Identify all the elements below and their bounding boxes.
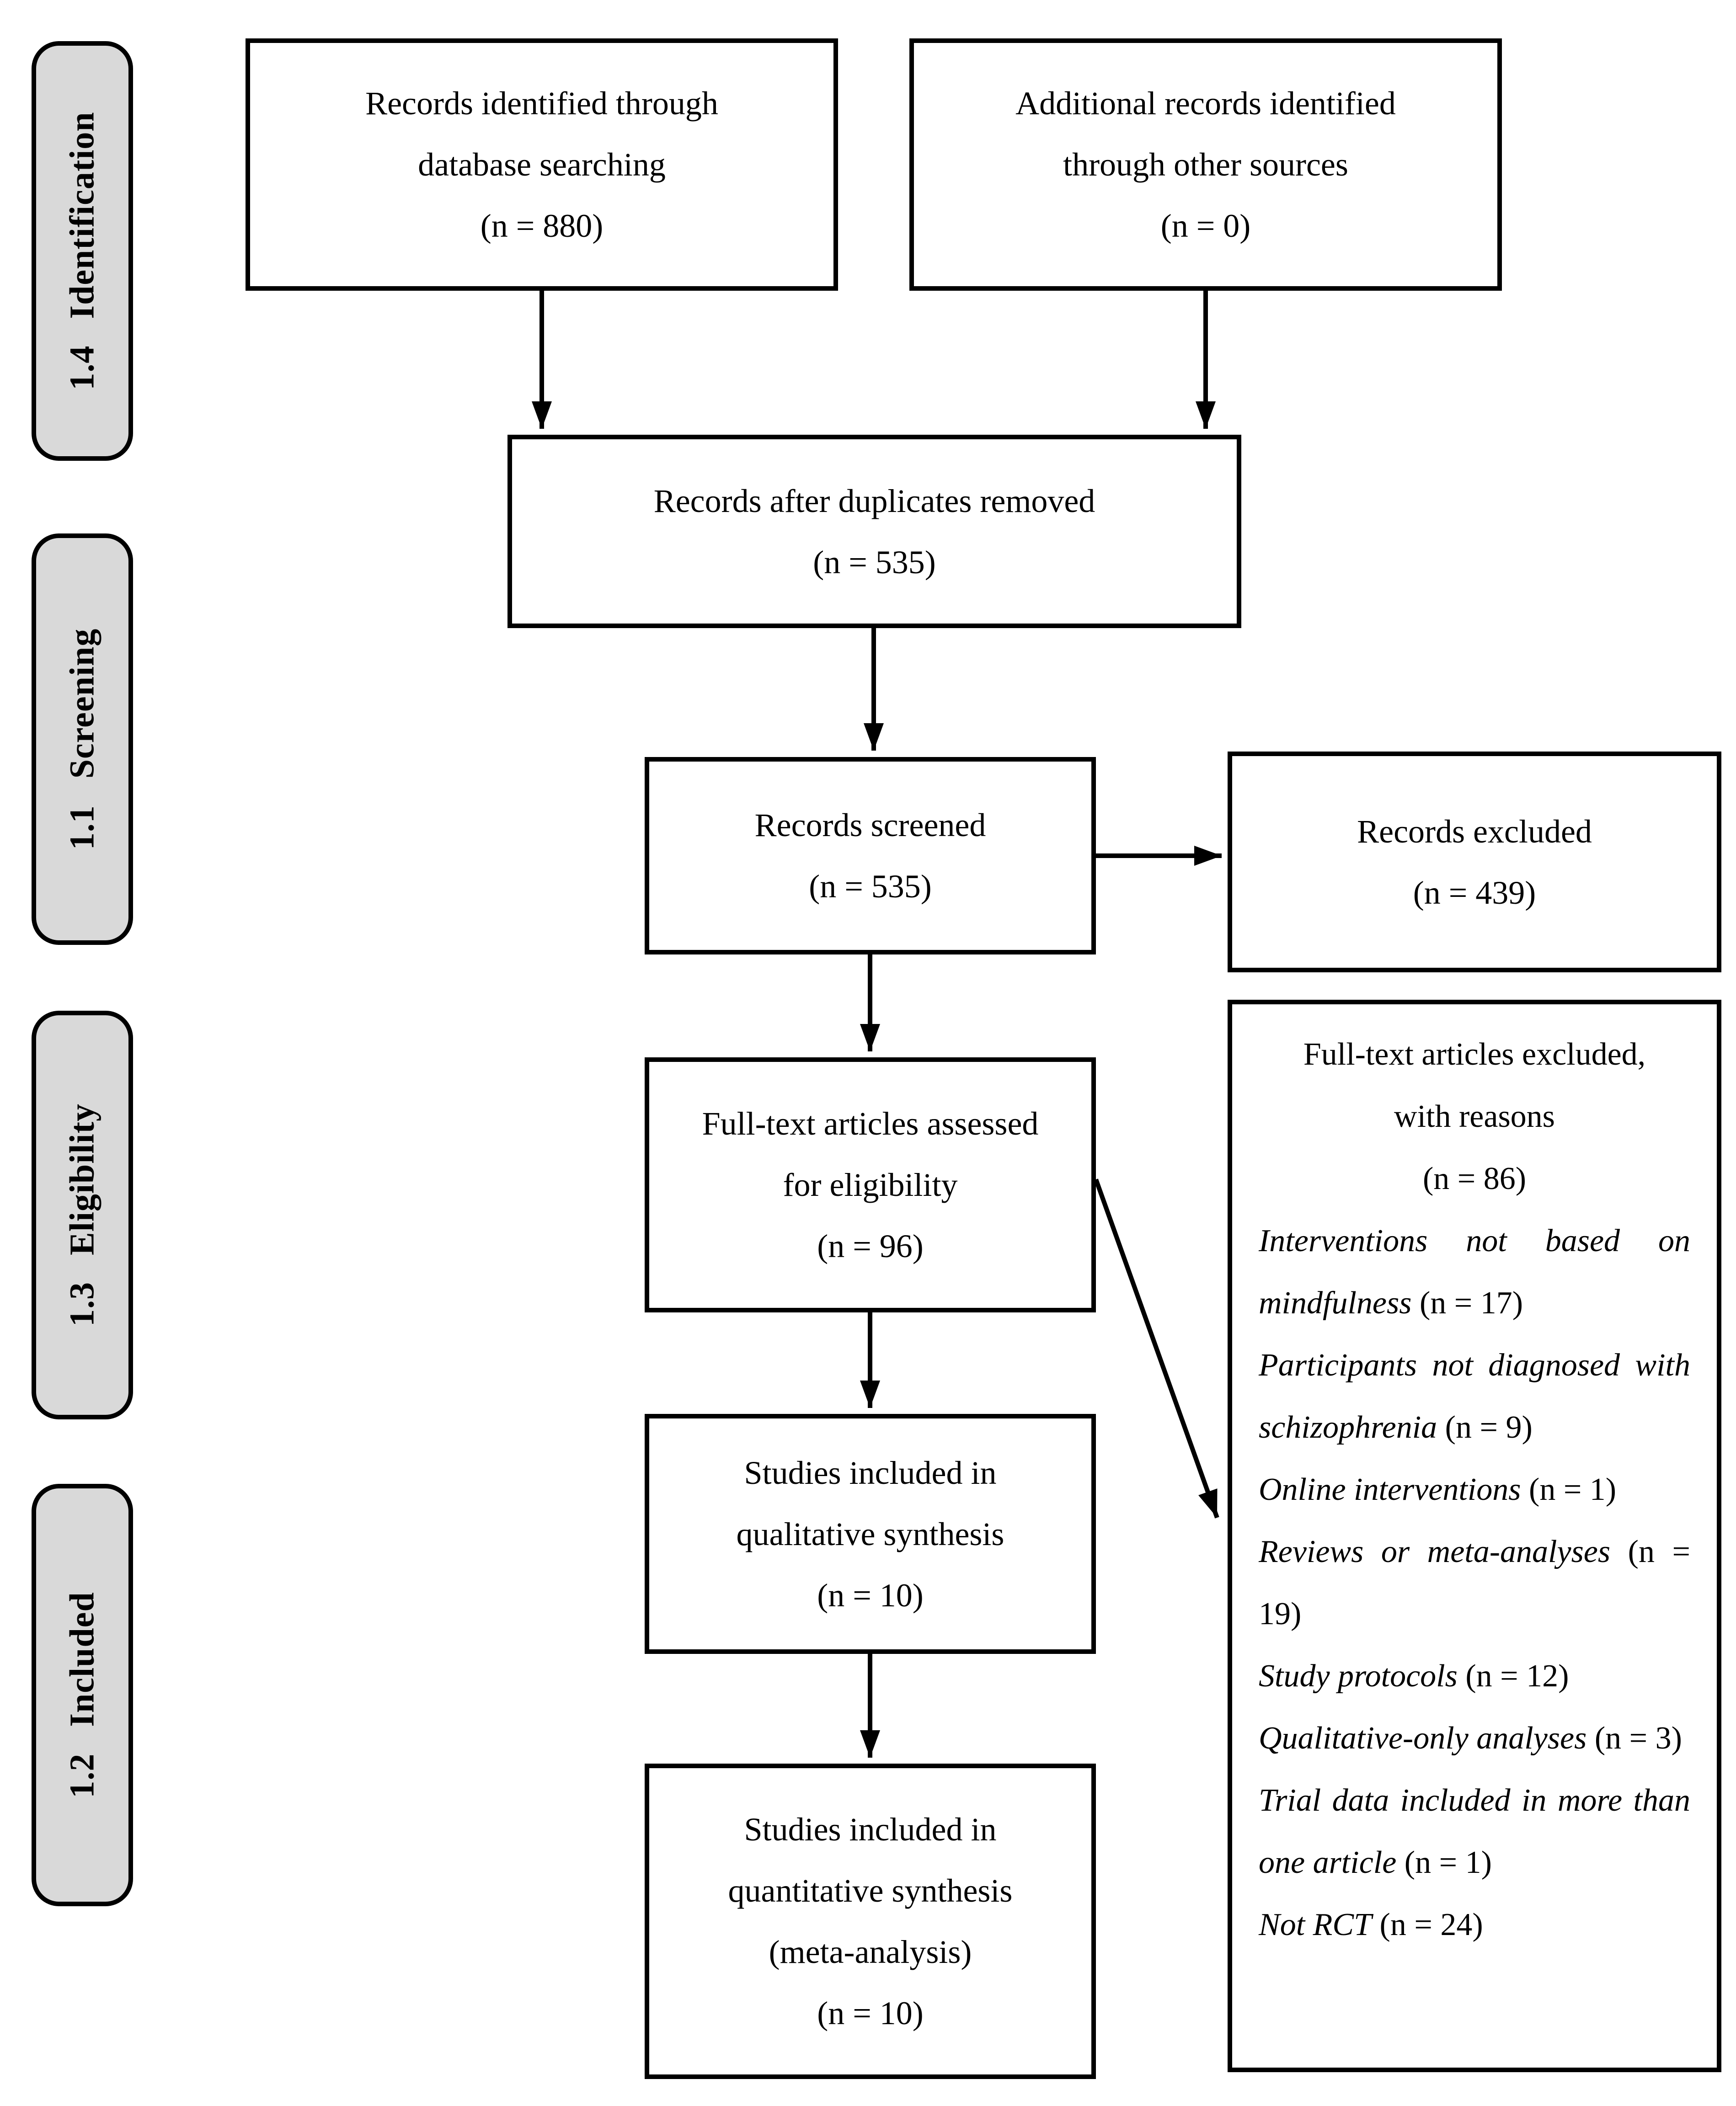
- reason-label: Study protocols: [1259, 1658, 1458, 1694]
- box-line: (n = 535): [809, 868, 932, 905]
- stage-text: Eligibility: [63, 1104, 101, 1255]
- box-records-screened: Records screened (n = 535): [645, 757, 1096, 954]
- box-records-identified: Records identified through database sear…: [246, 38, 838, 291]
- stage-eligibility-label: 1.3 Eligibility: [63, 1104, 102, 1327]
- box-line: Records screened: [754, 807, 986, 843]
- stage-included-label: 1.2 Included: [63, 1592, 102, 1798]
- box-line: Studies included in: [744, 1454, 997, 1491]
- reason-count: (n = 9): [1445, 1410, 1533, 1445]
- box-line: database searching: [418, 146, 666, 183]
- box-line: Records after duplicates removed: [653, 482, 1095, 519]
- reason-label: Online interventions: [1259, 1472, 1521, 1507]
- box-qualitative-synthesis: Studies included in qualitative synthesi…: [645, 1414, 1096, 1654]
- box-line: (n = 96): [817, 1228, 924, 1264]
- box-line: Additional records identified: [1015, 85, 1396, 122]
- exclusion-reason: Qualitative-only analyses (n = 3): [1259, 1707, 1690, 1770]
- box-line: Studies included in: [744, 1811, 997, 1848]
- stage-screening: 1.1 Screening: [32, 533, 133, 945]
- box-line: (n = 10): [817, 1577, 924, 1614]
- reason-label: Qualitative-only analyses: [1259, 1721, 1587, 1756]
- exclusion-reason: Reviews or meta-analyses (n = 19): [1259, 1521, 1690, 1645]
- box-records-after-duplicates: Records after duplicates removed (n = 53…: [507, 435, 1241, 628]
- box-line: quantitative synthesis: [728, 1872, 1013, 1909]
- box-line: through other sources: [1063, 146, 1348, 183]
- box-line: (n = 535): [813, 544, 936, 581]
- exclusion-reason: Not RCT (n = 24): [1259, 1894, 1690, 1956]
- exclusion-reason: Study protocols (n = 12): [1259, 1645, 1690, 1707]
- box-fulltext-assessed: Full-text articles assessed for eligibil…: [645, 1057, 1096, 1312]
- reason-label: Participants not diagnosed with schizoph…: [1259, 1348, 1690, 1445]
- stage-number: 1.4: [63, 345, 101, 390]
- box-line: (n = 439): [1413, 874, 1536, 911]
- reason-count: (n = 3): [1594, 1721, 1682, 1756]
- exclusion-reason: Interventions not based on mindfulness (…: [1259, 1210, 1690, 1334]
- box-line: Records excluded: [1357, 813, 1592, 850]
- reason-label: Interventions not based on mindfulness: [1259, 1223, 1690, 1321]
- reason-label: Not RCT: [1259, 1907, 1372, 1942]
- reason-label: Reviews or meta-analyses: [1259, 1534, 1611, 1569]
- box-quantitative-synthesis: Studies included in quantitative synthes…: [645, 1764, 1096, 2079]
- reasons-header-line: Full-text articles excluded,: [1303, 1037, 1646, 1072]
- reason-count: (n = 1): [1529, 1472, 1617, 1507]
- box-fulltext-excluded-reasons: Full-text articles excluded, with reason…: [1228, 1000, 1721, 2072]
- reason-count: (n = 24): [1379, 1907, 1483, 1942]
- box-line: for eligibility: [783, 1167, 958, 1203]
- stage-identification-label: 1.4 Identification: [63, 112, 102, 390]
- stage-identification: 1.4 Identification: [32, 41, 133, 461]
- stage-screening-label: 1.1 Screening: [63, 629, 102, 850]
- box-line: (n = 880): [480, 208, 604, 244]
- reason-count: (n = 1): [1404, 1845, 1492, 1880]
- stage-number: 1.1: [63, 805, 101, 850]
- stage-text: Screening: [63, 628, 101, 779]
- stage-text: Included: [63, 1592, 101, 1727]
- stage-number: 1.2: [63, 1753, 101, 1798]
- stage-text: Identification: [63, 112, 101, 319]
- box-line: (meta-analysis): [769, 1934, 972, 1970]
- reason-count: (n = 19): [1259, 1534, 1690, 1631]
- reason-count: (n = 17): [1419, 1285, 1523, 1321]
- box-line: (n = 0): [1160, 208, 1251, 244]
- arrow-fulltext-to-excluded-reasons: [1094, 1178, 1219, 1519]
- reason-label: Trial data included in more than one art…: [1259, 1783, 1690, 1880]
- stage-eligibility: 1.3 Eligibility: [32, 1011, 133, 1419]
- reasons-header-line: (n = 86): [1422, 1161, 1527, 1196]
- box-line: (n = 10): [817, 1995, 924, 2031]
- box-additional-records: Additional records identified through ot…: [909, 38, 1502, 291]
- exclusion-reason: Participants not diagnosed with schizoph…: [1259, 1334, 1690, 1459]
- box-line: qualitative synthesis: [736, 1515, 1004, 1552]
- box-line: Full-text articles assessed: [702, 1105, 1039, 1142]
- stage-included: 1.2 Included: [32, 1484, 133, 1906]
- exclusion-reason: Online interventions (n = 1): [1259, 1459, 1690, 1521]
- stage-number: 1.3: [63, 1281, 101, 1327]
- reason-count: (n = 12): [1465, 1658, 1569, 1694]
- exclusion-reason: Trial data included in more than one art…: [1259, 1770, 1690, 1894]
- reasons-header-line: with reasons: [1394, 1099, 1555, 1134]
- box-line: Records identified through: [365, 85, 718, 122]
- box-records-excluded: Records excluded (n = 439): [1228, 752, 1721, 972]
